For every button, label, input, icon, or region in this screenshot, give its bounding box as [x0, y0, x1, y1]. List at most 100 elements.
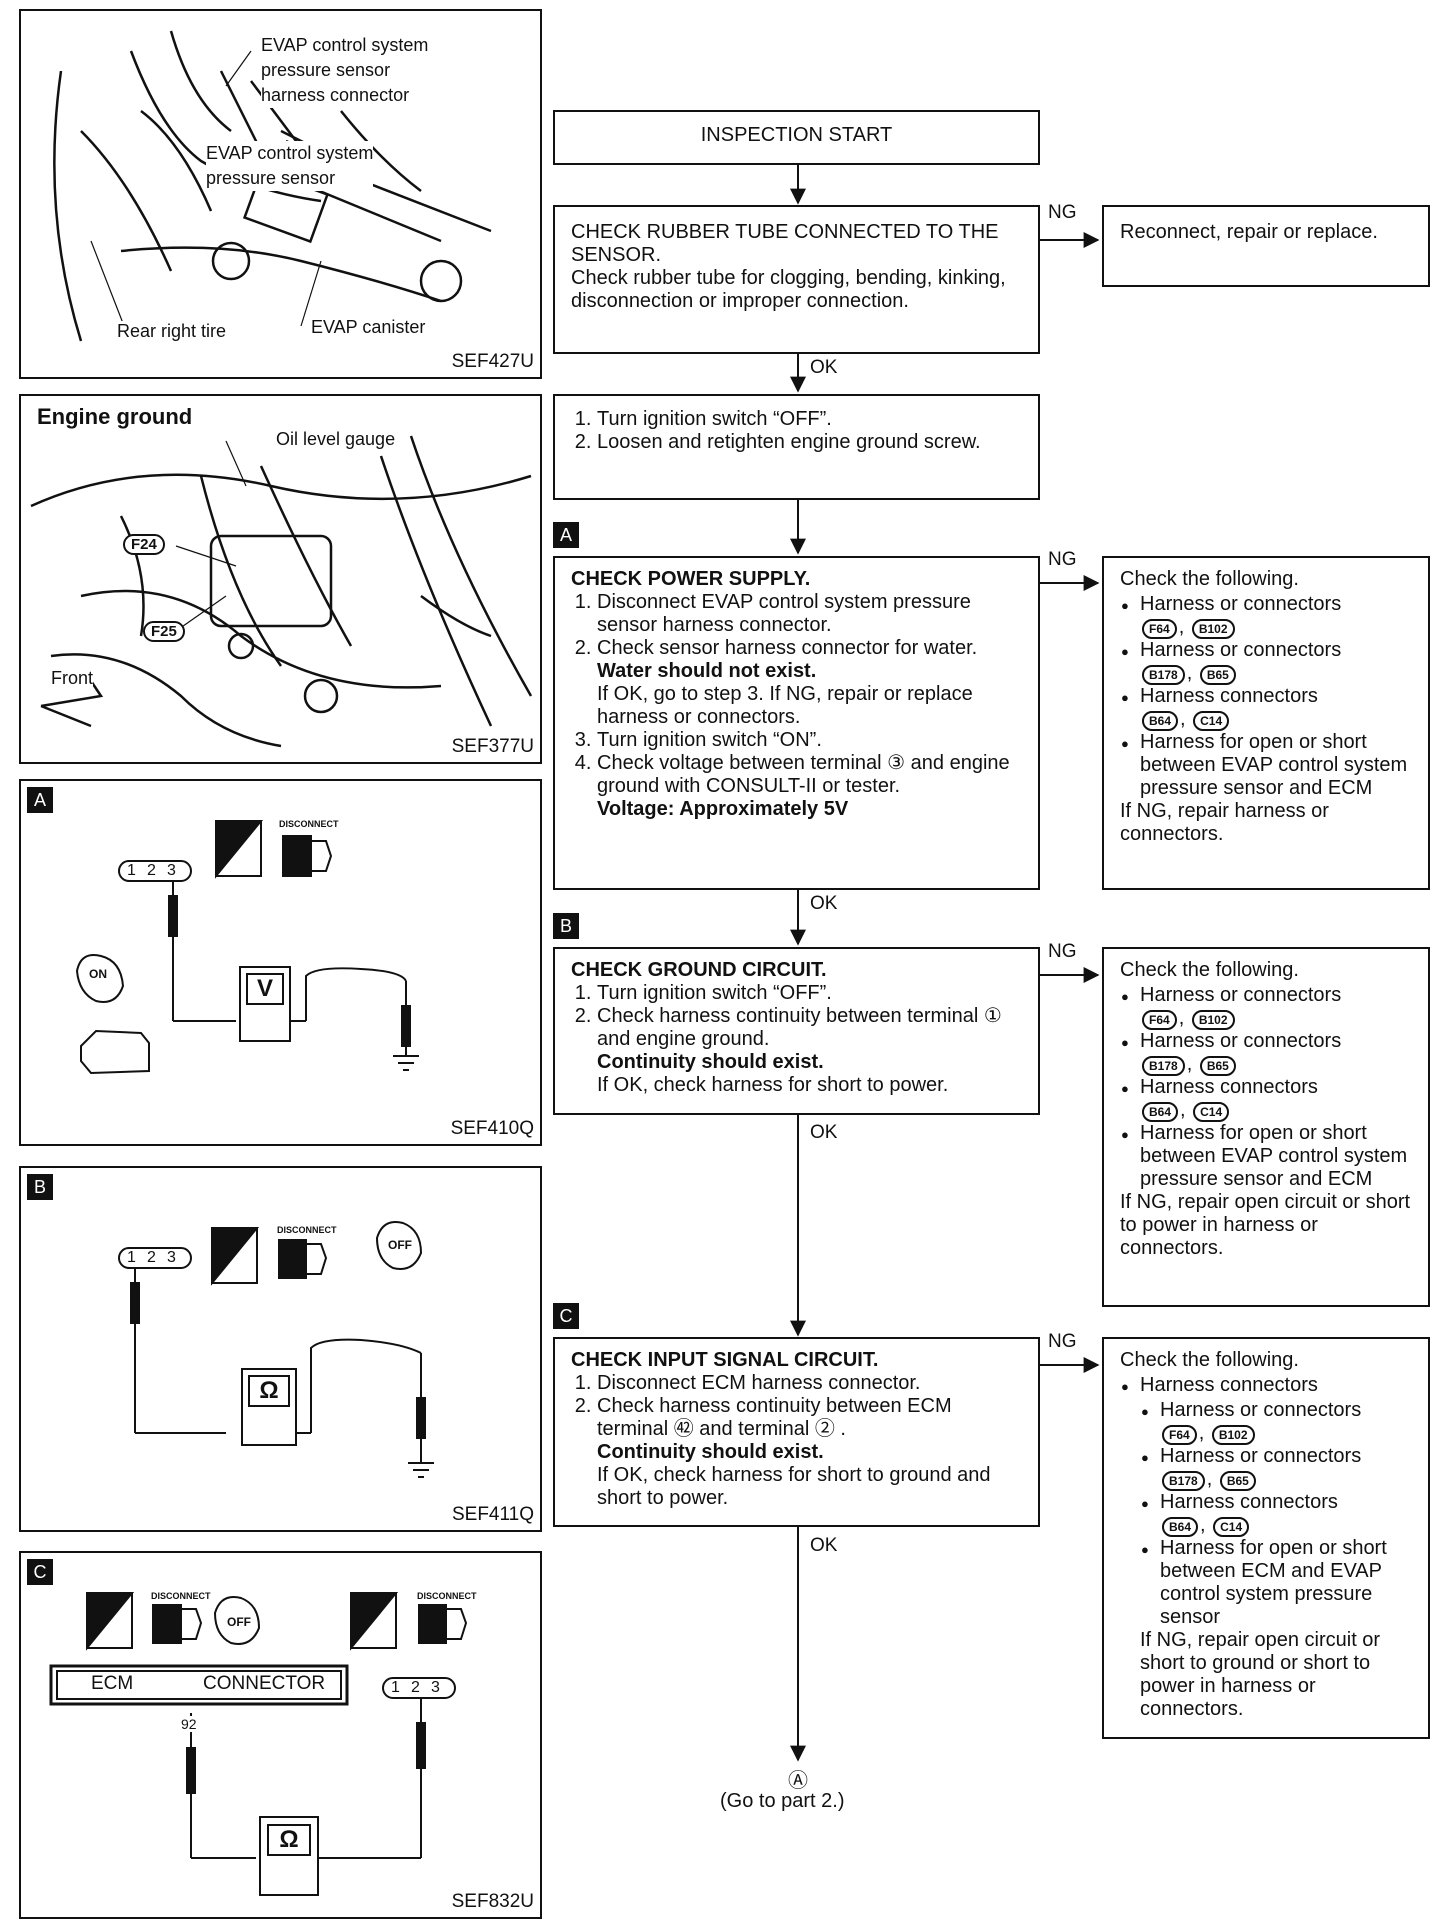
ng-b-tail: If NG, repair open circuit or short to p…	[1120, 1191, 1411, 1259]
step-a-spec-water: Water should not exist.	[597, 660, 817, 682]
ok-label-step-a: OK	[810, 893, 838, 914]
ng-c-sub: Harness connectors Harness or connectors…	[1121, 1374, 1412, 1721]
figure-code: SEF377U	[451, 736, 534, 757]
connector-f64: F64	[1142, 1010, 1177, 1030]
ng-c-item-3: Harness connectors B64, C14	[1141, 1491, 1412, 1537]
connector-pin-1: 1	[127, 862, 136, 879]
engine-ground-illustration	[30, 435, 533, 748]
ng-a-item-4: Harness for open or short between EVAP c…	[1121, 731, 1412, 800]
figure-code: SEF832U	[451, 1891, 534, 1912]
ng-c-item-1: Harness or connectors F64, B102	[1141, 1399, 1412, 1445]
ts-label: T.S.	[229, 1266, 250, 1280]
connector-b65: B65	[1199, 1056, 1236, 1076]
figure-evap-sensor-location: EVAP control system pressure sensor harn…	[19, 9, 542, 379]
voltage-check-diagram	[75, 820, 419, 1075]
step1-title: CHECK RUBBER TUBE CONNECTED TO THE SENSO…	[571, 221, 999, 266]
label-f25: F25	[143, 621, 185, 642]
step-a-note: If OK, go to step 3. If NG, repair or re…	[597, 683, 973, 728]
step-check-power-supply: CHECK POWER SUPPLY. Disconnect EVAP cont…	[553, 556, 1040, 890]
figure-code: SEF410Q	[450, 1118, 534, 1139]
connector-pin-2: 2	[147, 862, 156, 879]
figure-c-input-signal-check: C H.S. DISCONNECT OFF T.S. DISCONNECT EC…	[19, 1551, 542, 1919]
step-c-title: CHECK INPUT SIGNAL CIRCUIT.	[571, 1349, 879, 1371]
step-c-item-1: Disconnect ECM harness connector.	[597, 1372, 1022, 1395]
connector-c14: C14	[1193, 711, 1230, 731]
label-oil-level-gauge: Oil level gauge	[276, 429, 396, 450]
connector-b102: B102	[1211, 1425, 1255, 1445]
connector-pin-3: 3	[431, 1679, 440, 1696]
connector-f64: F64	[1162, 1425, 1197, 1445]
ng-b-item-4: Harness for open or short between EVAP c…	[1121, 1122, 1412, 1191]
step2-item-2: Loosen and retighten engine ground screw…	[597, 431, 1022, 454]
ok-label-step-b: OK	[810, 1122, 838, 1143]
flow-letter-b: B	[553, 913, 579, 939]
connector-b65: B65	[1199, 665, 1236, 685]
step-a-title: CHECK POWER SUPPLY.	[571, 568, 811, 590]
ground-check-diagram	[118, 1221, 434, 1478]
figure-b-ground-check: B 1 2 3 T.S. DISCONNECT OFF Ω SEF411Q	[19, 1166, 542, 1532]
ng-c-head: Check the following.	[1120, 1349, 1299, 1371]
disconnect-label: DISCONNECT	[151, 1591, 211, 1601]
section-letter-b: B	[27, 1174, 53, 1200]
disconnect-label: DISCONNECT	[277, 1225, 337, 1235]
ng-result-input-signal: Check the following. Harness connectors …	[1102, 1337, 1430, 1739]
step-a-item-1: Disconnect EVAP control system pressure …	[597, 591, 1022, 637]
connector-pin-1: 1	[127, 1249, 136, 1266]
ng-result-ground-circuit: Check the following. Harness or connecto…	[1102, 947, 1430, 1307]
engine-ground-title: Engine ground	[37, 404, 193, 430]
hs-label: H.S.	[104, 1631, 128, 1645]
ohmmeter: Ω	[259, 1816, 319, 1896]
step1-text: Check rubber tube for clogging, bending,…	[571, 267, 1006, 312]
ts-label: T.S.	[233, 859, 254, 873]
connector-b178: B178	[1142, 665, 1185, 685]
ts-label: T.S.	[368, 1631, 389, 1645]
terminal-92-label: 92	[181, 1716, 197, 1732]
ng-a-item-3: Harness connectors B64, C14	[1121, 685, 1412, 731]
ng-a-item-1: Harness or connectors F64, B102	[1121, 593, 1412, 639]
connector-f64: F64	[1142, 619, 1177, 639]
label-pressure-sensor: EVAP control system pressure sensor	[206, 141, 374, 191]
ng-b-item-2: Harness or connectors B178, B65	[1121, 1030, 1412, 1076]
disconnect-label: DISCONNECT	[279, 819, 339, 829]
step-b-item-1: Turn ignition switch “OFF”.	[597, 982, 1022, 1005]
connector-label: CONNECTOR	[203, 1673, 326, 1694]
ng-label-step1: NG	[1048, 202, 1077, 223]
goto-part-2[interactable]: (Go to part 2.)	[720, 1790, 845, 1812]
ng-a-item-2: Harness or connectors B178, B65	[1121, 639, 1412, 685]
ng-result-reconnect-text: Reconnect, repair or replace.	[1120, 221, 1378, 243]
figure-code: SEF427U	[451, 351, 534, 372]
connector-b64: B64	[1162, 1517, 1199, 1537]
label-evap-canister: EVAP canister	[311, 317, 426, 338]
ignition-key-label: ON	[89, 967, 107, 981]
connector-b64: B64	[1142, 711, 1179, 731]
label-f24: F24	[123, 534, 165, 555]
label-rear-right-tire: Rear right tire	[117, 321, 227, 342]
connector-c14: C14	[1193, 1102, 1230, 1122]
figure-a-voltage-check: A 1 2 3 T.S. DISCONNECT ON V SEF410Q	[19, 779, 542, 1146]
step-b-spec: Continuity should exist.	[597, 1051, 824, 1073]
connector-pin-2: 2	[411, 1679, 420, 1696]
step-engine-ground: Turn ignition switch “OFF”. Loosen and r…	[553, 394, 1040, 500]
step-a-item-3: Turn ignition switch “ON”.	[597, 729, 1022, 752]
step-c-spec: Continuity should exist.	[597, 1441, 824, 1463]
step-check-ground-circuit: CHECK GROUND CIRCUIT. Turn ignition swit…	[553, 947, 1040, 1115]
flow-letter-a: A	[553, 522, 579, 548]
ng-c-tail: If NG, repair open circuit or short to g…	[1140, 1629, 1381, 1720]
connector-b102: B102	[1191, 619, 1235, 639]
ng-c-item-4: Harness for open or short between ECM an…	[1141, 1537, 1412, 1629]
ng-b-item-3: Harness connectors B64, C14	[1121, 1076, 1412, 1122]
label-sensor-connector: EVAP control system pressure sensor harn…	[261, 33, 429, 108]
step-check-rubber-tube: CHECK RUBBER TUBE CONNECTED TO THE SENSO…	[553, 205, 1040, 354]
connector-pin-2: 2	[147, 1249, 156, 1266]
ng-label-step-a: NG	[1048, 549, 1077, 570]
connector-pin-1: 1	[391, 1679, 400, 1696]
ng-b-head: Check the following.	[1120, 959, 1299, 981]
connector-pin-3: 3	[167, 1249, 176, 1266]
ng-b-item-1: Harness or connectors F64, B102	[1121, 984, 1412, 1030]
ng-a-head: Check the following.	[1120, 568, 1299, 590]
ng-result-reconnect: Reconnect, repair or replace.	[1102, 205, 1430, 287]
step-a-item-2: Check sensor harness connector for water…	[597, 637, 1022, 729]
disconnect-label: DISCONNECT	[417, 1591, 477, 1601]
ng-label-step-b: NG	[1048, 941, 1077, 962]
step-c-note: If OK, check harness for short to ground…	[597, 1464, 991, 1509]
